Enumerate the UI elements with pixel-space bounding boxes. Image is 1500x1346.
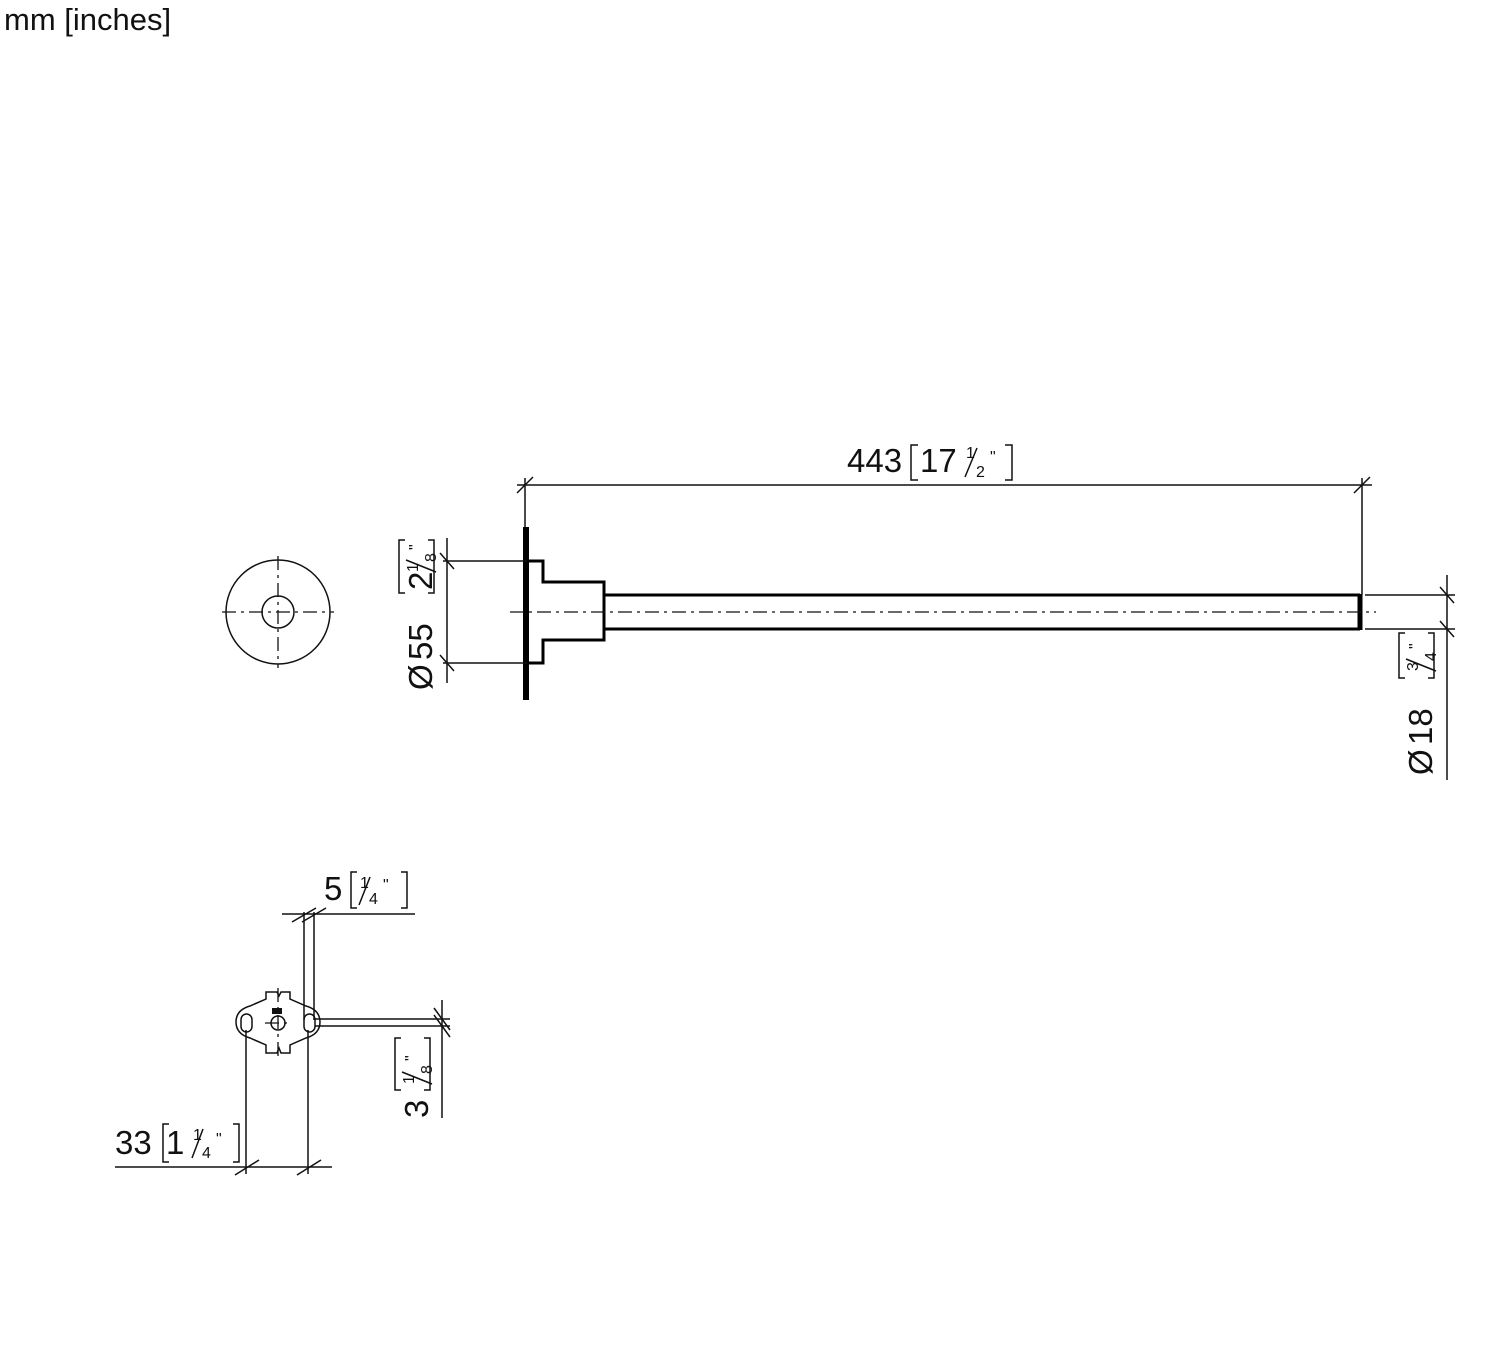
front-view xyxy=(222,556,334,668)
dim-flange-num: 1 xyxy=(405,563,422,572)
dim-length-num: 1 xyxy=(966,445,975,462)
dim-tube-den: 4 xyxy=(1423,652,1440,661)
dim-flange-mm: 55 xyxy=(402,623,439,660)
dim-length-den: 2 xyxy=(976,464,985,481)
diameter-symbol: Ø xyxy=(402,664,439,690)
dimension-flange-diameter: Ø 55 2 1 8 " xyxy=(398,538,527,690)
dimension-slot-width: 3 1 8 " xyxy=(315,1000,451,1118)
dimension-hole-spacing: 33 1 1 4 " xyxy=(115,1030,332,1176)
dim-spacing-num: 1 xyxy=(193,1127,202,1144)
units-label: mm [inches] xyxy=(4,2,172,37)
dim-flange-den: 8 xyxy=(423,553,440,562)
dim-thickness-den: 4 xyxy=(369,891,378,908)
dim-flange-whole: 2 xyxy=(402,572,439,590)
dimension-plate-thickness: 5 1 4 " xyxy=(282,870,415,1020)
dim-spacing-den: 4 xyxy=(202,1145,211,1162)
dim-thickness-mm: 5 xyxy=(324,870,342,907)
dim-flange-unit: " xyxy=(407,544,424,550)
dim-spacing-whole: 1 xyxy=(166,1124,184,1161)
dim-thickness-unit: " xyxy=(383,877,389,894)
dimension-tube-diameter: Ø 18 3 4 " xyxy=(1365,575,1455,780)
dim-slot-unit: " xyxy=(403,1055,420,1061)
dim-tube-unit: " xyxy=(1407,643,1424,649)
diameter-symbol: Ø xyxy=(1402,749,1439,775)
side-view xyxy=(510,527,1376,700)
dim-spacing-mm: 33 xyxy=(115,1124,152,1161)
dim-tube-num: 3 xyxy=(1405,662,1422,671)
dim-length-whole: 17 xyxy=(920,442,957,479)
dim-slot-num: 1 xyxy=(401,1075,418,1084)
dim-slot-den: 8 xyxy=(419,1065,436,1074)
dimension-length: 443 17 1 2 " xyxy=(516,442,1372,595)
dim-length-mm: 443 xyxy=(847,442,902,479)
dim-spacing-unit: " xyxy=(216,1131,222,1148)
dim-thickness-num: 1 xyxy=(360,875,369,892)
dim-length-unit: " xyxy=(990,449,996,466)
dim-tube-mm: 18 xyxy=(1402,708,1439,745)
dim-slot-mm: 3 xyxy=(398,1100,435,1118)
